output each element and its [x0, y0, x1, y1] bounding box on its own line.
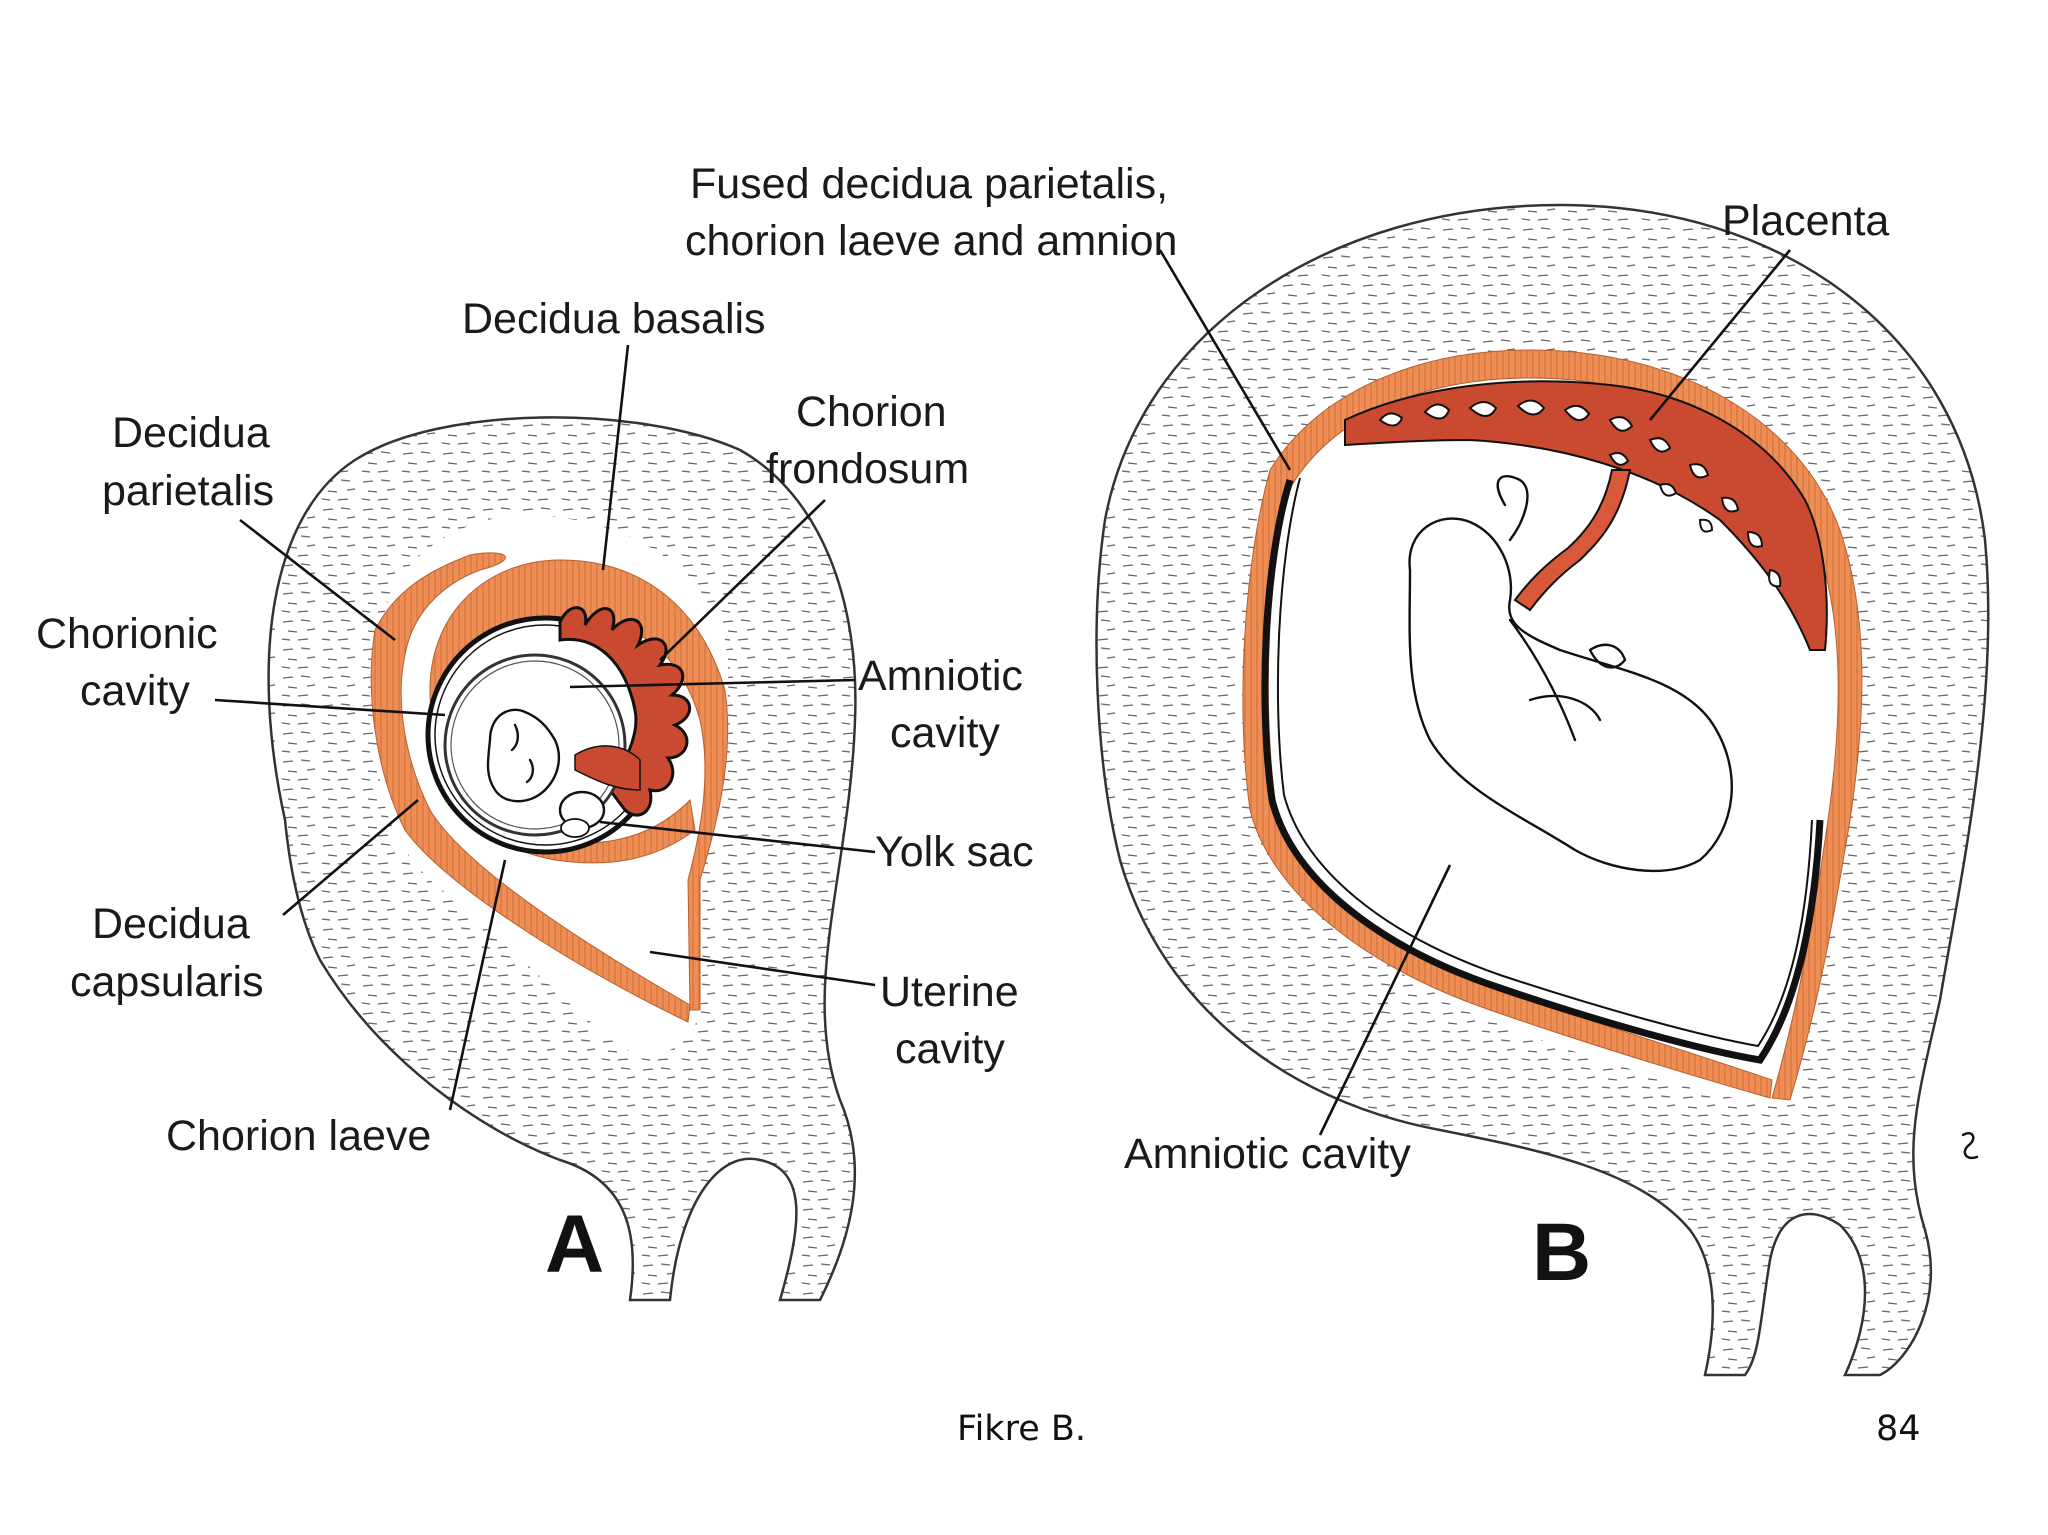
amnion-a [443, 653, 627, 837]
amnion-inner-a [450, 660, 620, 830]
label-chorion-frondosum-2: frondosum [766, 445, 969, 493]
label-chorionic-cavity-2: cavity [80, 667, 190, 715]
label-chorion-frondosum-1: Chorion [796, 388, 947, 436]
footer-author: Fikre B. [957, 1409, 1086, 1449]
label-uterine-cavity-2: cavity [895, 1025, 1005, 1073]
label-amniotic-cavity-a-2: cavity [890, 709, 1000, 757]
leader-decidua-capsularis [282, 799, 419, 916]
panel-letter-a: A [545, 1199, 604, 1290]
footer-page-number: 84 [1876, 1409, 1921, 1449]
artist-signature [1961, 1131, 1979, 1160]
label-decidua-parietalis-2: parietalis [102, 467, 274, 515]
leader-decidua-basalis [601, 344, 630, 571]
label-fused-membranes-2: chorion laeve and amnion [685, 217, 1177, 265]
panel-letter-b: B [1532, 1207, 1591, 1298]
placenta-b [1344, 380, 1828, 651]
leader-uterine-cavity [649, 950, 876, 987]
leader-amniotic-cavity-a [569, 678, 856, 689]
leader-amniotic-cavity-b [1318, 864, 1452, 1136]
decidua-band-b [1242, 349, 1863, 1101]
label-amniotic-cavity-a-1: Amniotic [858, 652, 1023, 700]
label-decidua-capsularis-1: Decidua [92, 900, 250, 948]
embryo-a [486, 708, 561, 803]
diagram-b: Fused decidua parietalis, chorion laeve … [685, 160, 1990, 1377]
label-placenta: Placenta [1722, 197, 1889, 245]
leader-chorionic-cavity [214, 698, 446, 717]
uterine-cavity-b [1254, 350, 1862, 1103]
umbilical-cord-b [1513, 469, 1632, 612]
leader-yolk-sac [599, 820, 876, 854]
label-decidua-parietalis-1: Decidua [112, 409, 270, 457]
label-decidua-capsularis-2: capsularis [70, 958, 264, 1006]
label-decidua-basalis: Decidua basalis [462, 295, 766, 343]
label-yolk-sac: Yolk sac [875, 828, 1034, 876]
leader-decidua-parietalis [239, 518, 396, 642]
label-uterine-cavity-1: Uterine [880, 968, 1019, 1016]
label-fused-membranes-1: Fused decidua parietalis, [690, 160, 1168, 208]
leader-fused-membranes [1158, 249, 1292, 471]
amnion-line-b [1276, 477, 1813, 1048]
label-chorionic-cavity-1: Chorionic [36, 610, 218, 658]
decidua-parietalis-a [370, 552, 691, 1023]
yolk-sac-inner-a [560, 818, 590, 838]
chorion-line-b [1261, 478, 1824, 1064]
connecting-stalk-a [574, 745, 641, 791]
leader-chorion-laeve [448, 859, 507, 1111]
fetus-b [1408, 517, 1733, 873]
diagram-a: Decidua basalis Decidua parietalis Chori… [36, 295, 1034, 1302]
leader-placenta [1648, 249, 1792, 421]
leader-chorion-frondosum [659, 499, 826, 661]
fetus-arm-b [1496, 475, 1529, 542]
label-chorion-laeve: Chorion laeve [166, 1112, 431, 1160]
label-amniotic-cavity-b: Amniotic cavity [1124, 1130, 1411, 1178]
fetus-leg-b [1588, 643, 1627, 669]
placenta-villi-b [1378, 399, 1782, 588]
chorion-frondosum-a [558, 606, 692, 817]
